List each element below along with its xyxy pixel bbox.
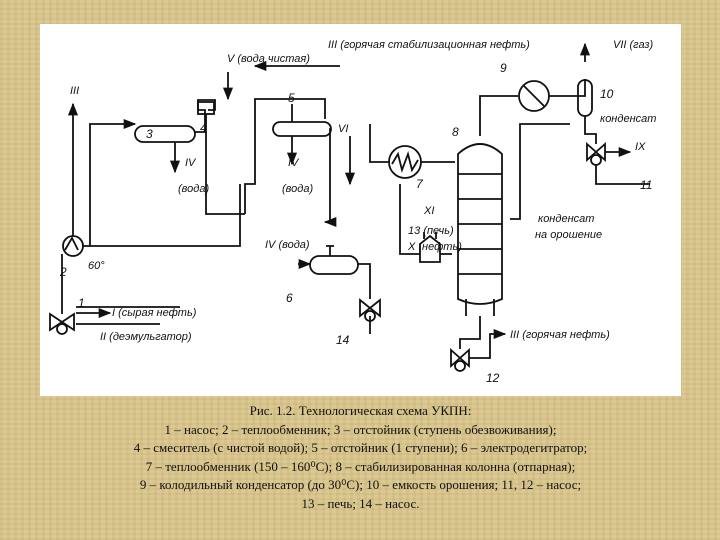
num-11: 11 [640,178,652,192]
label-stream-ix: IX [635,141,646,153]
caption-line-2: 1 – насос; 2 – теплообменник; 3 – отстой… [164,421,557,437]
label-oil-x: X (нефть) [407,241,462,253]
num-3: 3 [146,127,153,141]
caption-line-5: 9 – колодильный конденсатор (до 30⁰С); 1… [139,477,582,492]
num-12: 12 [486,371,500,385]
label-condensate-reflux: конденсат [538,213,594,225]
num-9: 9 [500,61,507,75]
settler-3-icon [134,125,196,143]
label-demulsifier: II (деэмульгатор) [100,331,192,343]
caption-line-3: 4 – смеситель (с чистой водой); 5 – отст… [133,440,588,455]
caption-line-1: Рис. 1.2. Технологическая схема УКПН: [249,403,472,418]
num-10: 10 [600,87,614,101]
caption-line-6: 13 – печь; 14 – насос. [301,495,420,511]
electrodehydrator-6-icon [309,245,359,275]
label-hot-oil-top: III (горячая стабилизационная нефть) [328,39,530,51]
num-14: 14 [336,333,350,347]
figure-caption: Рис. 1.2. Технологическая схема УКПН: 1 … [40,402,681,513]
num-5: 5 [288,91,295,105]
label-water-1b: (вода) [178,183,209,195]
label-water-3: IV (вода) [265,239,310,251]
label-raw-oil: I (сырая нефть) [112,307,197,319]
label-reflux: на орошение [535,229,602,241]
process-flow-diagram: V (вода чистая) III (горячая стабилизаци… [49,39,656,385]
condenser-9-icon [518,80,550,112]
furnace-13-icon [419,232,441,263]
pump-11-icon [586,141,606,166]
label-gas: VII (газ) [613,39,653,51]
heat-exchanger-2-icon [62,235,84,257]
line-2-to-3 [83,184,241,247]
stabilization-column-8-icon [457,143,503,316]
num-8: 8 [452,125,459,139]
label-stream-xi: XI [423,205,434,217]
label-water-2b: (вода) [282,183,313,195]
num-6: 6 [286,291,293,305]
pump-1-icon [49,312,75,335]
label-water-2: IV [288,157,300,169]
label-condensate: конденсат [600,113,656,125]
mixer-4-icon [197,101,215,115]
diagram-sheet: V (вода чистая) III (горячая стабилизаци… [40,24,681,396]
label-water-1: IV [185,157,197,169]
label-water-clean: V (вода чистая) [227,53,310,65]
settler-5-icon [272,104,332,137]
label-temp-60: 60° [88,260,105,272]
label-stream-vi: VI [338,123,348,135]
num-4: 4 [200,121,207,135]
num-7: 7 [416,177,424,191]
num-2: 2 [59,265,67,279]
caption-line-4: 7 – теплообменник (150 – 160⁰С); 8 – ста… [145,458,576,474]
heat-exchanger-7-icon [388,145,422,179]
label-stream-iii-left: III [70,85,79,97]
num-1: 1 [78,296,85,310]
label-hot-oil-bottom: III (горячая нефть) [510,329,610,341]
label-furnace: 13 (печь) [408,225,454,237]
pump-12-icon [450,347,470,372]
